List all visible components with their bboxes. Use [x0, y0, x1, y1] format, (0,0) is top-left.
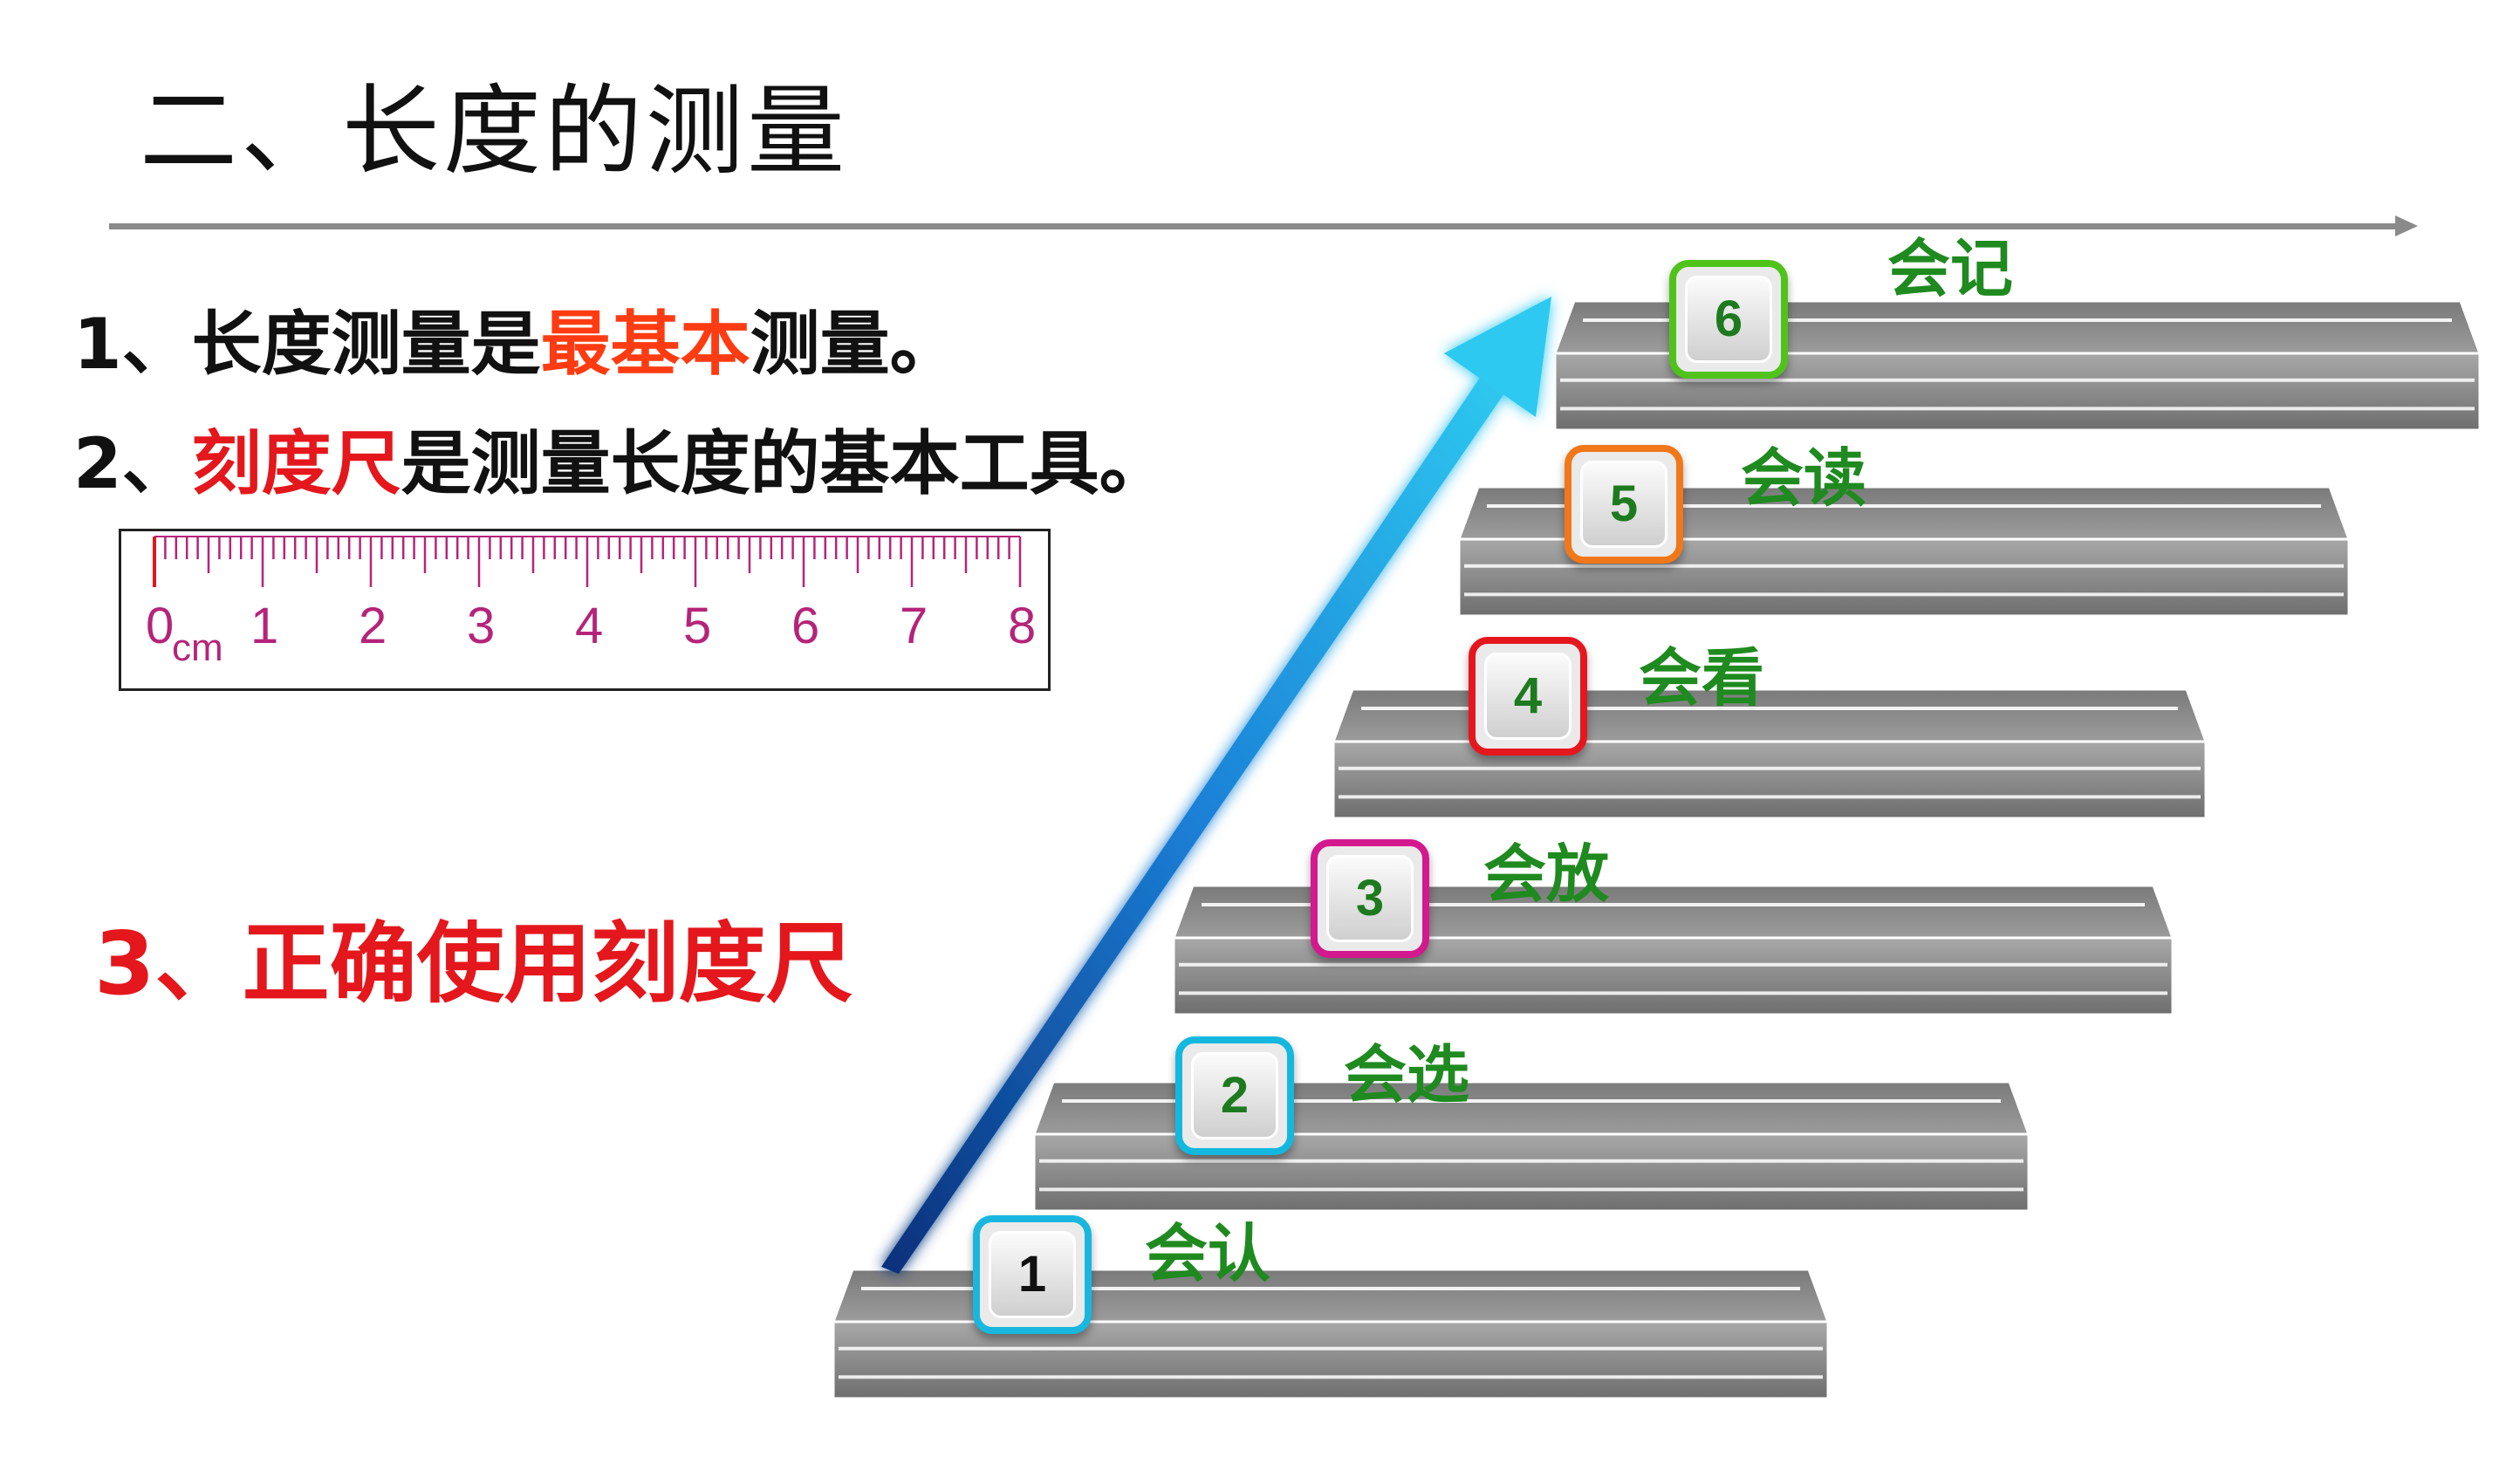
step-number: 3 [1355, 870, 1385, 927]
step-label-4: 会看 [1639, 640, 1765, 715]
rising-arrow-head [1444, 297, 1551, 417]
point-2-suffix: 是测量长度的基本工具。 [401, 423, 1169, 504]
step-badge-2: 2 [1175, 1036, 1294, 1155]
title-underline-arrowhead [2395, 215, 2418, 236]
point-2-prefix: 2、 [73, 423, 192, 504]
ruler-number: 0 [146, 598, 175, 654]
step-label-2: 会选 [1344, 1037, 1470, 1111]
step-platform-6 [1552, 299, 2482, 432]
ruler-ticks [153, 536, 1022, 587]
step-label-6: 会记 [1887, 231, 2014, 305]
ruler-number: 5 [683, 598, 712, 654]
step-badge-face: 6 [1685, 276, 1772, 363]
step-platform-4 [1331, 687, 2208, 820]
point-3: 3、正确使用刻度尺 [94, 913, 853, 1015]
ruler-unit: cm [172, 626, 223, 669]
ruler-number: 4 [575, 598, 604, 654]
rising-arrow-shaft [881, 375, 1506, 1274]
step-badge-6: 6 [1669, 260, 1788, 379]
ruler-number: 1 [250, 598, 279, 654]
step-badge-4: 4 [1469, 637, 1587, 756]
ruler-number: 7 [900, 598, 928, 654]
step-number: 4 [1513, 667, 1543, 724]
title-underline [109, 223, 2400, 229]
point-1-highlight: 最基本 [540, 304, 750, 385]
step-number: 5 [1609, 475, 1639, 532]
step-badge-face: 2 [1191, 1052, 1278, 1139]
step-number: 1 [1017, 1246, 1047, 1303]
step-platform-3 [1171, 884, 2175, 1016]
step-badge-face: 5 [1580, 461, 1667, 548]
step-badge-3: 3 [1311, 839, 1429, 958]
ruler-number: 6 [791, 598, 820, 654]
step-badge-face: 4 [1484, 653, 1571, 740]
step-label-5: 会读 [1741, 441, 1867, 515]
step-label-1: 会认 [1145, 1216, 1271, 1290]
step-number: 6 [1714, 291, 1743, 347]
ruler-number: 3 [467, 598, 496, 654]
point-1-suffix: 测量。 [750, 304, 960, 385]
point-1-prefix: 1、长度测量是 [73, 304, 541, 385]
step-number: 2 [1220, 1067, 1250, 1124]
point-2: 2、刻度尺是测量长度的基本工具。 [73, 429, 1169, 499]
point-2-highlight: 刻度尺 [191, 423, 401, 504]
step-badge-5: 5 [1565, 445, 1683, 564]
step-label-3: 会放 [1483, 837, 1610, 911]
slide-title: 二、长度的测量 [140, 75, 848, 188]
point-1: 1、长度测量是最基本测量。 [73, 310, 960, 380]
step-badge-1: 1 [973, 1215, 1092, 1334]
ruler-number: 8 [1008, 598, 1037, 654]
ruler-number: 2 [359, 598, 387, 654]
ruler-illustration: 0 1 2 3 4 5 6 7 8 cm [119, 529, 1051, 691]
step-badge-face: 3 [1326, 855, 1414, 942]
step-badge-face: 1 [989, 1231, 1076, 1318]
